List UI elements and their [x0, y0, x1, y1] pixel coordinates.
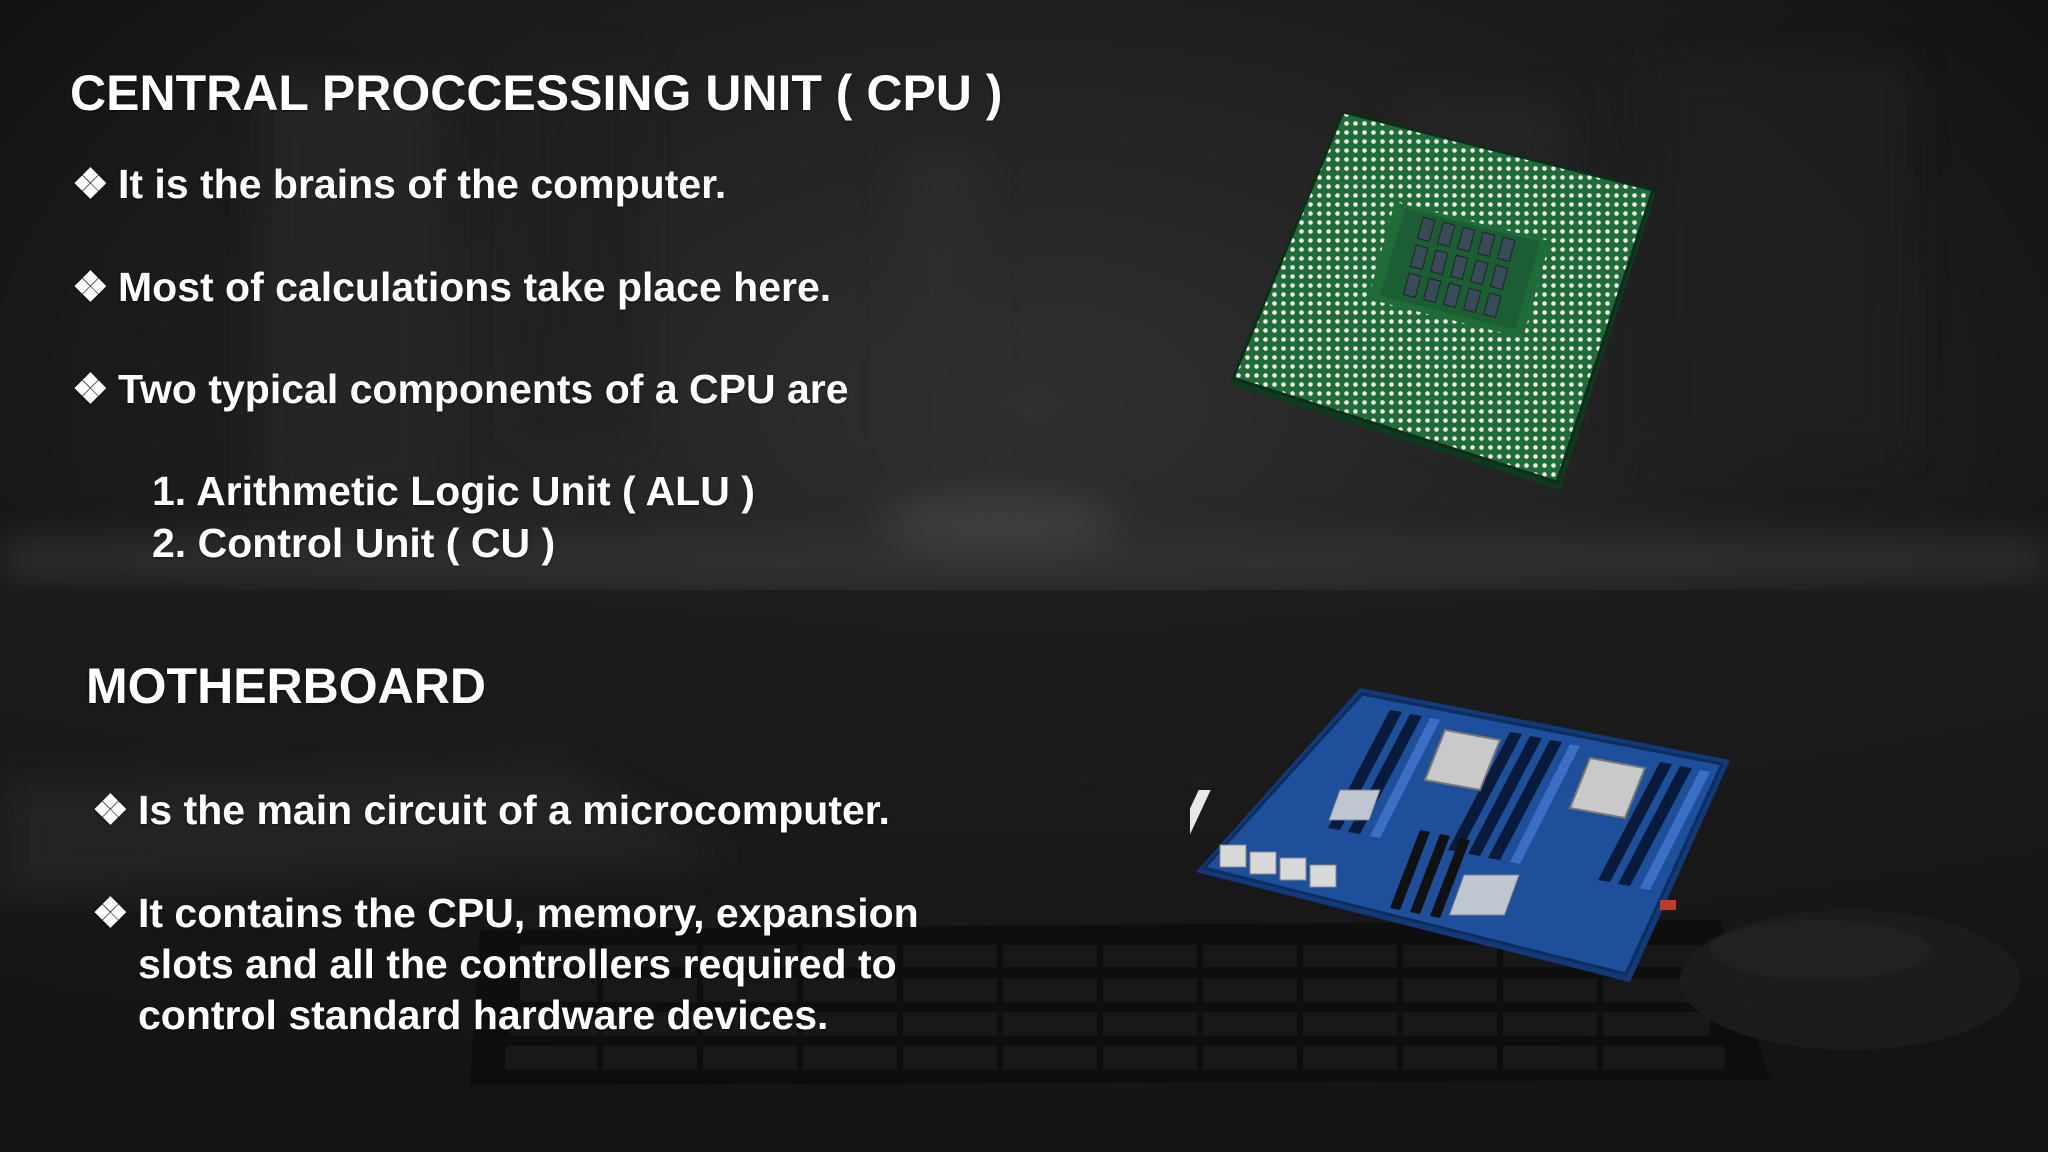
motherboard-section-title: MOTHERBOARD [86, 658, 486, 714]
cpu-bullet: ❖Most of calculations take place here. [72, 263, 831, 311]
cpu-component-item: 2. Control Unit ( CU ) [152, 520, 556, 566]
motherboard-image [1190, 688, 1730, 982]
cpu-chip-image [1230, 110, 1655, 490]
cpu-bullet: ❖Two typical components of a CPU are [72, 365, 849, 413]
bullet-mark-icon: ❖ [92, 787, 129, 833]
cpu-bullet-text: Most of calculations take place here. [118, 264, 832, 310]
bullet-mark-icon: ❖ [72, 161, 109, 207]
bullet-mark-icon: ❖ [92, 890, 129, 936]
cpu-bullet-text: It is the brains of the computer. [118, 161, 727, 207]
cpu-section-title: CENTRAL PROCCESSING UNIT ( CPU ) [70, 65, 1003, 121]
bullet-mark-icon: ❖ [72, 264, 109, 310]
cpu-component-item: 1. Arithmetic Logic Unit ( ALU ) [152, 468, 755, 514]
bullet-mark-icon: ❖ [72, 366, 109, 412]
motherboard-bullet-text: It contains the CPU, memory, expansion [138, 890, 919, 936]
keyboard-shape [470, 920, 1770, 1085]
motherboard-bullet: ❖Is the main circuit of a microcomputer. [92, 786, 890, 834]
motherboard-bullet: ❖It contains the CPU, memory, expansion [92, 889, 919, 937]
motherboard-bullet-continuation: control standard hardware devices. [138, 992, 829, 1038]
cpu-bullet-text: Two typical components of a CPU are [118, 366, 849, 412]
motherboard-bullet-text: Is the main circuit of a microcomputer. [138, 787, 890, 833]
motherboard-bullet-continuation: slots and all the controllers required t… [138, 941, 897, 987]
cpu-bullet: ❖It is the brains of the computer. [72, 160, 726, 208]
